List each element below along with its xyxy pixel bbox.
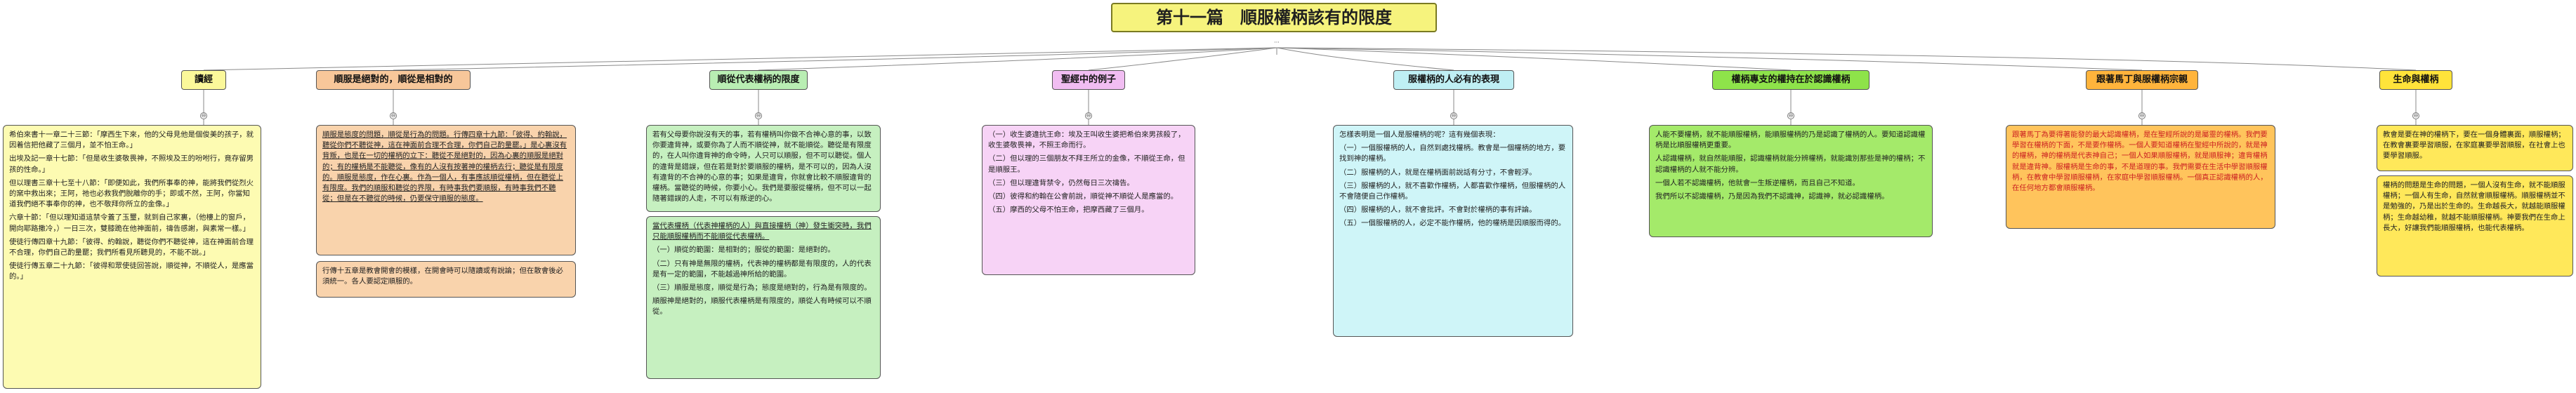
- branch-life-and-authority[interactable]: 生命與權柄: [2379, 70, 2452, 90]
- note-paragraph: （一）收生婆違抗王命：埃及王叫收生婆把希伯來男孩殺了，收生婆敬畏神，不照王命而行…: [988, 131, 1185, 150]
- note-paragraph: （四）服權柄的人，就不會批評。不會對於權柄的事有評論。: [1339, 206, 1537, 215]
- note-obedience-attitude: 順服是態度的問題，順從是行為的問題。行傳四章十九節：「彼得、約翰說，聽從你們不聽…: [316, 125, 576, 255]
- note-paragraph: 出埃及記一章十七節：「但是收生婆敬畏神，不照埃及王的吩咐行，竟存留男孩的性命。」: [9, 154, 254, 174]
- note-paragraph: 我們所以不認識權柄，乃是因為我們不認識神，認識神，就必認識權柄。: [1655, 192, 1889, 201]
- note-paragraph: （三）順服是態度，順從是行為；態度是絕對的，行為是有限度的。: [652, 284, 872, 293]
- note-paragraph: 一個人若不認識權柄，他就會一生叛逆權柄，而且自己不知道。: [1655, 178, 1860, 187]
- note-compliance-limit: 若有父母要你說沒有天的事，若有權柄叫你做不合神心意的事，以致你要違背神，或要你為…: [646, 125, 881, 212]
- note-authority-clan: 跟著馬丁為要得著能發的最大認識權柄，是在聖經所說的是屬靈的權柄。我們要學習在權柄…: [2006, 125, 2275, 229]
- note-paragraph: 但以理書三章十七至十八節：「即便如此，我們所事奉的神，能將我們從烈火的窯中救出來…: [9, 178, 254, 209]
- branch-bible-examples[interactable]: 聖經中的例子: [1052, 70, 1125, 90]
- note-delegated-conflict: 當代表權柄（代表神權柄的人）與直接權柄（神）發生衝突時，我們只能順服權柄而不能順…: [646, 216, 881, 379]
- note-paragraph: （四）彼得和約翰在公會前說，順從神不順從人是應當的。: [988, 192, 1178, 201]
- collapse-icon[interactable]: ⊖: [2138, 112, 2145, 119]
- note-paragraph: 希伯來書十一章二十三節：「摩西生下來，他的父母見他是個俊美的孩子，就因着信把他藏…: [9, 131, 254, 150]
- note-paragraph: 當代表權柄（代表神權柄的人）與直接權柄（神）發生衝突時，我們只能順服權柄而不能順…: [652, 222, 872, 241]
- collapse-icon[interactable]: ⊖: [390, 112, 397, 119]
- note-paragraph: （五）摩西的父母不怕王命，把摩西藏了三個月。: [988, 206, 1149, 215]
- root-topic[interactable]: 第十一篇 順服權柄該有的限度: [1111, 3, 1437, 32]
- note-paragraph: （一）一個服權柄的人，自然到處找權柄。教會是一個權柄的地方，要找到神的權柄。: [1339, 144, 1566, 164]
- collapse-icon[interactable]: ⊖: [755, 112, 762, 119]
- note-paragraph: 順服神是絕對的，順服代表權柄是有限度的，順從人有時候可以不順從。: [652, 297, 872, 317]
- note-church-authority: 教會是要在神的權柄下，要在一個身體裏面，順服權柄；在教會裏要學習順服，在家庭裏要…: [2377, 125, 2573, 171]
- note-signs-of-submission: 怎樣表明是一個人是服權柄的呢？這有幾個表現： （一）一個服權柄的人，自然到處找權…: [1333, 125, 1573, 337]
- note-paragraph: 使徒行傳五章二十九節：「彼得和眾使徒回答說，順從神，不順從人，是應當的。」: [9, 262, 254, 281]
- note-paragraph: 使徒行傳四章十九節：「彼得、約翰說，聽從你們不聽從神，這在神面前合理不合理，你們…: [9, 237, 254, 258]
- note-knowing-authority: 人能不要權柄，就不能順服權柄，能順服權柄的乃是認識了權柄的人。要知道認識權柄是比…: [1649, 125, 1933, 237]
- note-bible-examples: （一）收生婆違抗王命：埃及王叫收生婆把希伯來男孩殺了，收生婆敬畏神，不照王命而行…: [982, 125, 1195, 275]
- note-paragraph: 行傳十五章是教會開會的模樣，在開會時可以隨讀或有說論；但在散會後必須統一。各人要…: [322, 267, 563, 286]
- note-meeting-unity: 行傳十五章是教會開會的模樣，在開會時可以隨讀或有說論；但在散會後必須統一。各人要…: [316, 261, 576, 298]
- note-paragraph: （五）一個服權柄的人，必定不能作權柄，他的權柄是因順服而得的。: [1339, 219, 1566, 228]
- note-paragraph: 人能不要權柄，就不能順服權柄，能順服權柄的乃是認識了權柄的人。要知道認識權柄是比…: [1655, 131, 1926, 150]
- collapse-icon[interactable]: ⊖: [2412, 112, 2419, 119]
- note-paragraph: 人認識權柄，就自然能順服，認識權柄就能分辨權柄，就能識別那些是神的權柄；不認識權…: [1655, 154, 1926, 174]
- branch-limits-of-delegated-authority[interactable]: 順從代表權柄的限度: [709, 70, 808, 90]
- branch-reading[interactable]: 讀經: [181, 70, 226, 90]
- note-paragraph: （三）但以理違背禁令，仍然每日三次禱告。: [988, 178, 1134, 187]
- note-paragraph: 怎樣表明是一個人是服權柄的呢？這有幾個表現：: [1339, 131, 1500, 139]
- note-paragraph: 順服是態度的問題，順從是行為的問題。行傳四章十九節：「彼得、約翰說，聽從你們不聽…: [322, 131, 567, 204]
- note-paragraph: 權柄的問題是生命的問題，一個人沒有生命，就不能順服權柄；一個人有生命，自然就會順…: [2383, 181, 2565, 232]
- note-paragraph: （三）服權柄的人，就不喜歡作權柄，人都喜歡作權柄，但服權柄的人不會隨便自己作權柄…: [1339, 181, 1566, 201]
- collapse-icon[interactable]: ⊖: [200, 112, 207, 119]
- note-paragraph: 若有父母要你說沒有天的事，若有權柄叫你做不合神心意的事，以致你要違背神，或要你為…: [652, 131, 872, 204]
- note-paragraph: （一）順從的範圍：是相對的；服從的範圍：是絕對的。: [652, 246, 835, 255]
- branch-authority-clan[interactable]: 跟著馬丁與服權柄宗親: [2086, 70, 2198, 90]
- note-life-authority: 權柄的問題是生命的問題，一個人沒有生命，就不能順服權柄；一個人有生命，自然就會順…: [2377, 175, 2573, 277]
- note-paragraph: （二）只有神是無限的權柄，代表神的權柄都是有限度的，人的代表是有一定的範圍，不能…: [652, 259, 872, 279]
- collapse-icon[interactable]: ⊖: [1787, 112, 1794, 119]
- collapse-icon[interactable]: ⊖: [1085, 112, 1092, 119]
- note-paragraph: （二）服權柄的人，就是在權柄面前說話有分寸，不會輕浮。: [1339, 168, 1537, 177]
- collapse-icon[interactable]: ⊖: [1450, 112, 1457, 119]
- note-paragraph: 六章十節：「但以理知道這禁令蓋了玉璽，就到自己家裏，（他樓上的窗戶，開向耶路撒冷…: [9, 213, 250, 233]
- branch-knowing-authority[interactable]: 權柄專支的權持在於認識權柄: [1712, 70, 1869, 90]
- note-paragraph: 教會是要在神的權柄下，要在一個身體裏面，順服權柄；在教會裏要學習順服，在家庭裏要…: [2383, 131, 2565, 161]
- note-paragraph: 跟著馬丁為要得著能發的最大認識權柄，是在聖經所說的是屬靈的權柄。我們要學習在權柄…: [2012, 131, 2268, 193]
- note-reading-verses: 希伯來書十一章二十三節：「摩西生下來，他的父母見他是個俊美的孩子，就因着信把他藏…: [3, 125, 261, 389]
- branch-obedience-vs-compliance[interactable]: 順服是絕對的，順從是相對的: [316, 70, 471, 90]
- branch-signs-of-submission[interactable]: 服權柄的人必有的表現: [1393, 70, 1514, 90]
- note-paragraph: （二）但以理的三個朋友不拜王所立的金像，不順從王命，但是順服王。: [988, 154, 1185, 174]
- root-expand-toggle[interactable]: ···: [1274, 39, 1280, 46]
